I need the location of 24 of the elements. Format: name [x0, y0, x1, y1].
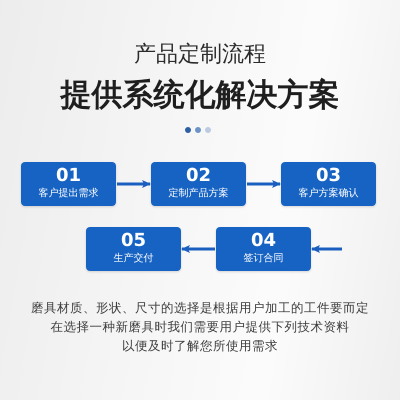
- arrow: [181, 245, 215, 253]
- step-label: 客户方案确认: [298, 188, 360, 200]
- process-box: [216, 227, 311, 271]
- process-box: [281, 162, 376, 206]
- description-text: 以便及时了解您所使用需求: [121, 338, 279, 354]
- process-box: [151, 162, 246, 206]
- step-number: 02: [184, 166, 212, 186]
- arrow: [117, 180, 151, 188]
- step-number: 01: [54, 166, 82, 186]
- step-label: 生产交付: [112, 253, 154, 265]
- title: 产品定制流程: [133, 42, 267, 68]
- process-box: [21, 162, 116, 206]
- arrow: [247, 180, 281, 188]
- step-number: 05: [120, 231, 148, 251]
- step-number: 03: [314, 166, 342, 186]
- description-text: 磨具材质、形状、尺寸的选择是根据用户加工的工件要而定: [30, 300, 370, 316]
- arrow: [311, 245, 342, 253]
- step-label: 签订合同: [242, 253, 284, 265]
- step-label: 定制产品方案: [168, 188, 230, 200]
- step-number: 04: [250, 231, 278, 251]
- step-label: 客户提出需求: [38, 188, 100, 200]
- description-text: 在选择一种新磨具时我们需要用户提供下列技术资料: [50, 319, 350, 335]
- process-box: [86, 227, 181, 271]
- subtitle: 提供系统化解决方案: [58, 77, 340, 113]
